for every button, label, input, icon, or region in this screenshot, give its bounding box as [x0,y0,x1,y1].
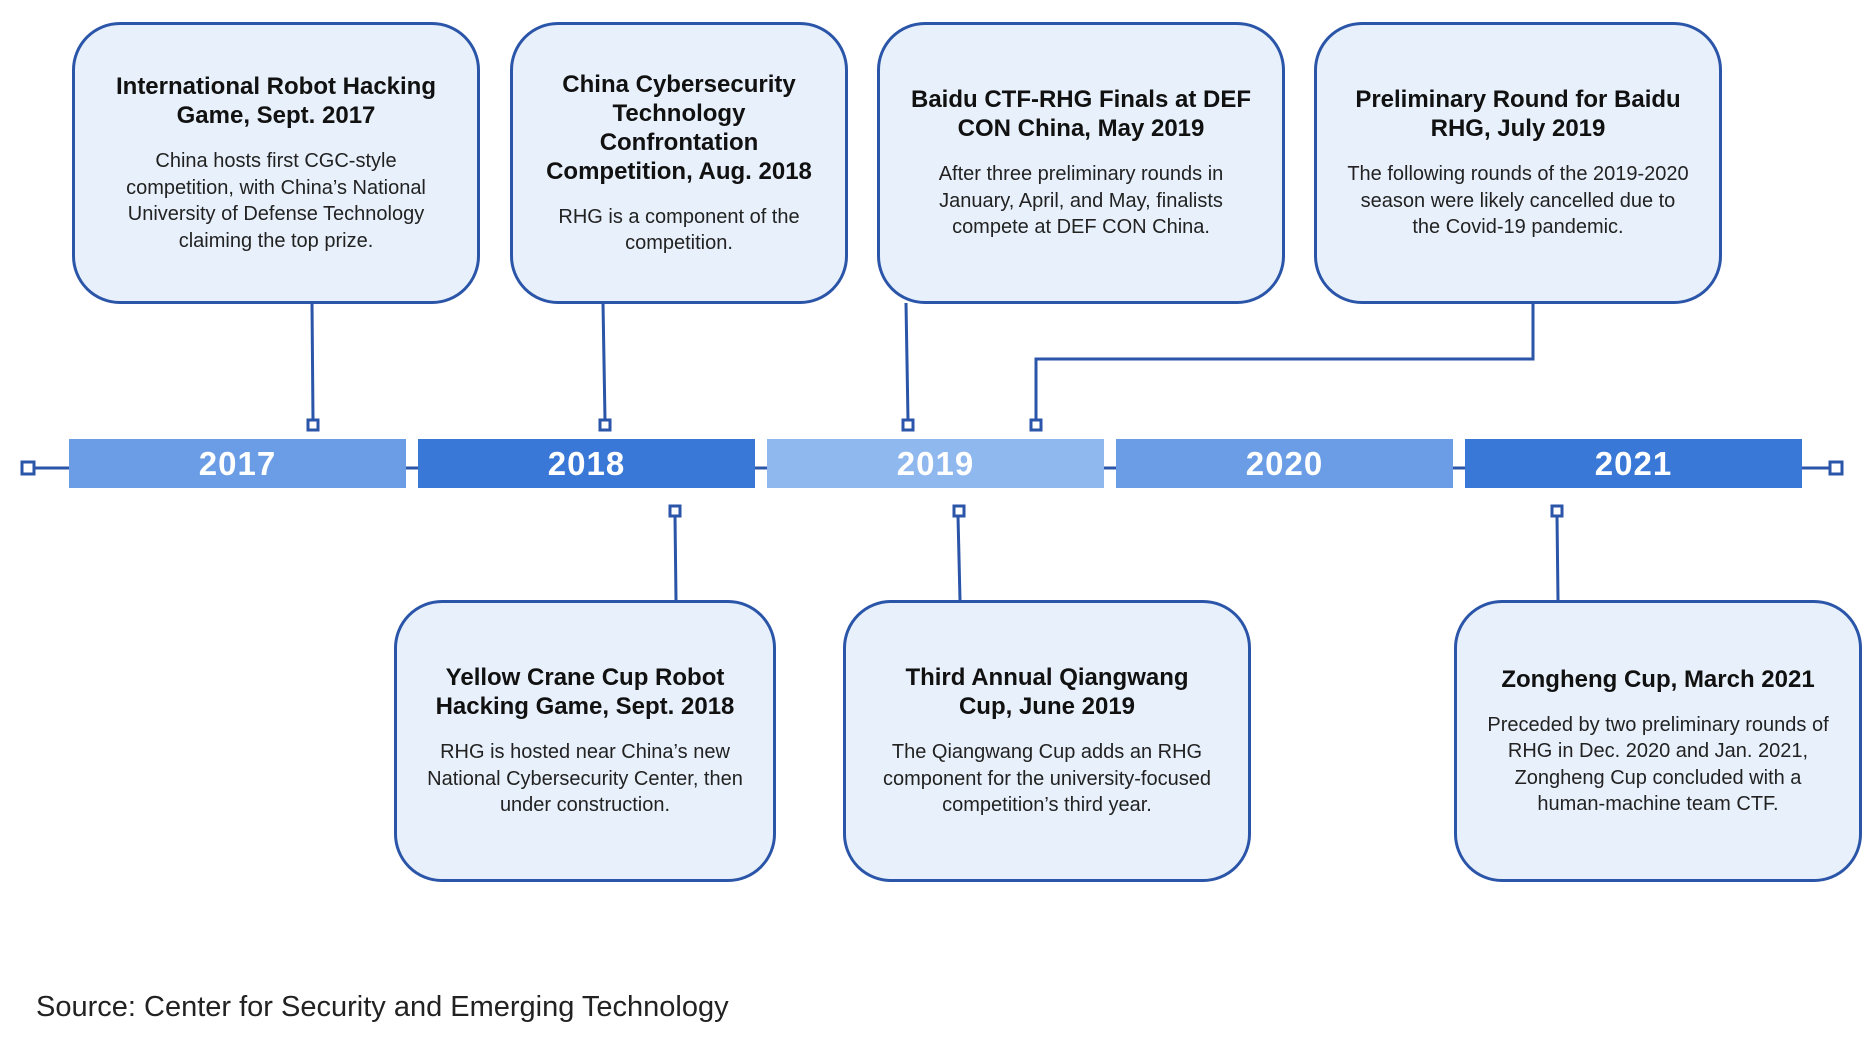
event-card-baidu-finals-2019: Baidu CTF-RHG Finals at DEF CON China, M… [877,22,1285,304]
year-label: 2019 [896,444,975,482]
year-label: 2020 [1245,444,1324,482]
year-bar-2017: 2017 [69,439,406,488]
marker-2021-bottom [1550,504,1564,518]
event-description: After three preliminary rounds in Januar… [938,163,1224,239]
marker-2019-bottom [952,504,966,518]
year-bar-2020: 2020 [1116,439,1453,488]
event-description: The Qiangwang Cup adds an RHG component … [883,741,1211,817]
event-card-qiangwang-2019: Third Annual Qiangwang Cup, June 2019 Th… [843,600,1251,882]
event-card-zongheng-2021: Zongheng Cup, March 2021 Preceded by two… [1454,600,1862,882]
event-description: RHG is a component of the competition. [558,205,800,255]
event-card-cybersecurity-2018: China Cybersecurity Technology Confronta… [510,22,848,304]
event-card-robot-hacking-2017: International Robot Hacking Game, Sept. … [72,22,480,304]
event-card-baidu-preliminary-2019: Preliminary Round for Baidu RHG, July 20… [1314,22,1722,304]
event-description: The following rounds of the 2019-2020 se… [1347,163,1689,239]
event-title: Zongheng Cup, March 2021 [1501,665,1815,693]
connector-2018-bottom [673,515,678,601]
event-title: Third Annual Qiangwang Cup, June 2019 [905,664,1189,721]
event-description: Preceded by two preliminary rounds of RH… [1487,713,1829,816]
source-caption: Source: Center for Security and Emerging… [36,991,729,1023]
event-description: RHG is hosted near China’s new National … [427,741,743,817]
event-title: Preliminary Round for Baidu RHG, July 20… [1355,86,1681,143]
marker-2018-top [598,418,612,432]
event-description: China hosts first CGC-style competition,… [126,150,426,252]
marker-2019-top [901,418,915,432]
marker-2017-top [306,418,320,432]
connector-2017-top [310,302,315,421]
year-label: 2021 [1594,444,1673,482]
year-bar-2019: 2019 [767,439,1104,488]
year-label: 2018 [547,444,626,482]
marker-2018-bottom [668,504,682,518]
connector-2018-top [601,302,607,421]
event-title: Baidu CTF-RHG Finals at DEF CON China, M… [910,86,1251,143]
year-bar-2018: 2018 [418,439,755,488]
event-title: Yellow Crane Cup Robot Hacking Game, Sep… [435,664,735,721]
year-label: 2017 [198,444,277,482]
axis-end-marker-right [1828,460,1844,476]
connector-2019-bottom [956,515,962,601]
axis-end-marker-left [20,460,36,476]
event-title: China Cybersecurity Technology Confronta… [546,70,812,185]
connector-2019-top [904,302,910,421]
event-title: International Robot Hacking Game, Sept. … [115,73,436,129]
year-bar-2021: 2021 [1465,439,1802,488]
connector-2021-bottom [1555,515,1560,601]
marker-july-2019 [1029,418,1043,432]
event-card-yellow-crane-2018: Yellow Crane Cup Robot Hacking Game, Sep… [394,600,776,882]
connector-july-2019 [1034,303,1535,420]
